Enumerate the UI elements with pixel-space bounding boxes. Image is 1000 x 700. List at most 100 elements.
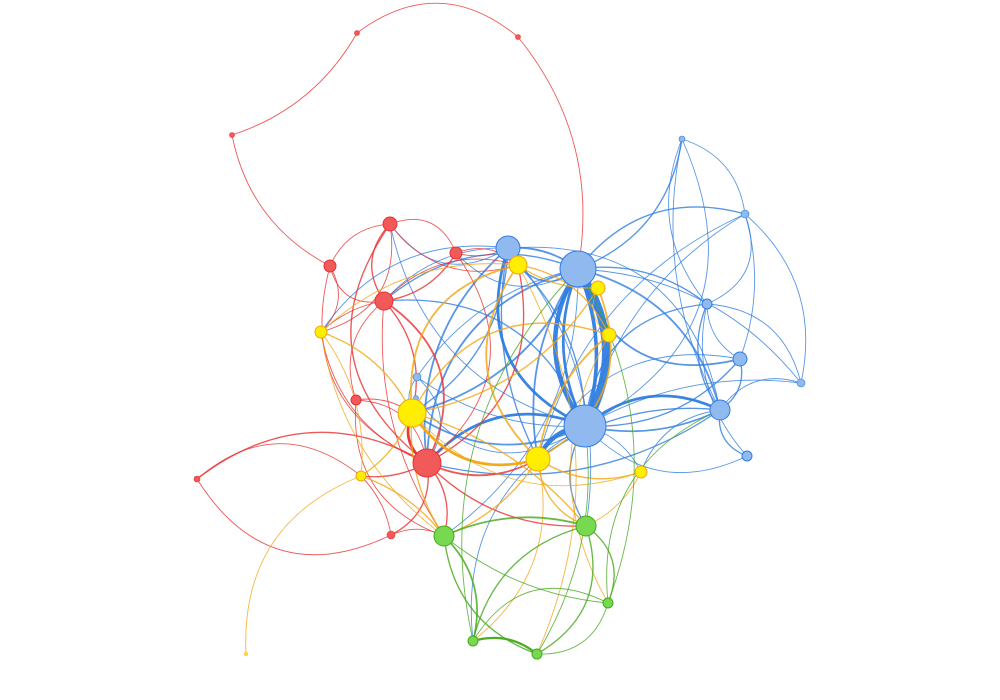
edge-b_hub2-b_tr1 [577,138,683,270]
node-y_left[interactable] [314,325,328,339]
node-y_mid[interactable] [525,446,551,472]
node-g_5[interactable] [602,597,614,609]
edges-layer [196,2,807,656]
edge-b_r3-b_far [706,303,802,384]
node-b_right[interactable] [709,399,731,421]
node-y_r1[interactable] [590,280,606,296]
edge-r_big-y_top [426,264,525,464]
edge-b_top-y_left [320,245,509,333]
node-g_1[interactable] [433,525,455,547]
edge-g_4-g_5 [472,587,609,642]
edge-r_big-r_mid [383,300,445,464]
edge-r_top-y_left [320,223,393,333]
node-r_far[interactable] [193,475,201,483]
node-g_2[interactable] [575,515,597,537]
edge-g_1-g_2 [443,516,587,537]
edge-b_hub2-b_tr2 [577,206,746,270]
node-y_rlow[interactable] [634,465,648,479]
edge-g_1-g_3 [443,535,538,655]
node-y_far[interactable] [244,652,248,656]
edge-b_tr1-b_tr2 [681,138,746,215]
edge-b_top-g_2 [507,247,592,527]
edge-b_hub2-b_r2 [577,268,741,366]
edge-b_right-r_big [426,409,721,476]
edge-b_far-b_tr2 [744,213,807,384]
node-y_r2[interactable] [601,327,617,343]
node-r_big[interactable] [412,448,442,478]
edge-b_hub1-r_mid [383,299,586,427]
edge-b_hub2-g_1 [443,268,579,537]
node-b_r3[interactable] [701,298,713,310]
edge-y_mid-y_top [485,264,539,460]
edge-r_arc3-r_arc2 [356,2,519,38]
node-y_big[interactable] [397,398,427,428]
edge-b_top-y_mid [500,247,539,460]
node-b_r2[interactable] [732,351,748,367]
node-b_small[interactable] [412,372,422,382]
node-y_lowl[interactable] [355,470,367,482]
edge-g_5-b_right [606,409,721,604]
node-b_hub1[interactable] [563,404,607,448]
edge-b_r2-b_tr2 [739,213,756,360]
edge-y_big-g_1 [410,412,445,537]
edge-r_big-r_tr [426,252,491,464]
node-b_low[interactable] [741,450,753,462]
node-r_left[interactable] [323,259,337,273]
node-y_top[interactable] [508,255,528,275]
node-g_4[interactable] [467,635,479,647]
edge-b_hub1-b_r2 [584,358,741,427]
node-b_far[interactable] [796,378,806,388]
edge-r_top-r_tr [389,219,457,254]
node-r_tr[interactable] [449,246,463,260]
node-r_top[interactable] [382,216,398,232]
node-r_arc2[interactable] [354,30,360,36]
edge-b_hub1-g_4 [470,425,586,642]
edge-y_mid-y_r2 [537,334,610,460]
edge-r_arc2-r_arc1 [231,32,358,136]
edge-b_top-r_top [389,223,509,265]
edge-r_big-g_2 [426,462,587,527]
edge-b_right-y_rlow [640,409,721,473]
edge-b_top-r_mid [383,247,509,302]
node-g_3[interactable] [531,648,543,660]
node-r_mid[interactable] [374,291,394,311]
edge-y_big-y_r1 [411,287,599,414]
edge-r_small-g_1 [354,399,445,537]
edge-r_mid-r_tr [383,252,457,302]
edge-r_left-y_left [320,265,339,333]
edge-y_mid-g_1 [443,458,539,537]
node-b_top[interactable] [495,235,521,261]
edge-r_low-y_lowl [360,475,392,536]
edge-r_far-r_low [196,478,392,556]
edge-r_mid-y_top [383,258,519,302]
edge-y_top-y_r2 [517,264,610,336]
node-r_arc3[interactable] [515,34,521,40]
edge-g_5-b_hub2 [577,268,635,604]
edge-b_hub2-y_big [411,268,579,414]
edge-y_left-g_1 [320,331,445,537]
node-r_small[interactable] [350,394,362,406]
edge-r_far-y_lowl [196,443,362,480]
edge-g_3-b_hub1 [536,425,589,655]
edge-b_hub2-r_mid [383,253,579,302]
edge-b_r2-y_mid [537,354,741,460]
edge-b_hub1-y_big [411,412,586,446]
edge-g_3-g_4 [471,636,539,656]
node-b_tr2[interactable] [740,209,750,219]
edge-b_hub1-b_tr2 [584,213,746,427]
edge-r_mid-y_left [320,300,385,333]
edge-g_4-b_hub2 [461,268,579,642]
node-b_hub2[interactable] [559,250,597,288]
node-r_low[interactable] [386,530,396,540]
node-b_tr1[interactable] [678,135,686,143]
edge-b_hub1-b_low [584,425,748,474]
edge-b_top-y_big [411,247,509,414]
edge-y_top-g_3 [517,264,577,655]
edge-y_lowl-g_1 [360,475,445,537]
edge-b_hub2-b_far [577,268,802,384]
edge-b_top-b_right [507,246,721,411]
edge-r_mid-r_small [349,300,385,401]
edge-r_arc1-r_left [231,134,331,267]
node-r_arc1[interactable] [229,132,235,138]
